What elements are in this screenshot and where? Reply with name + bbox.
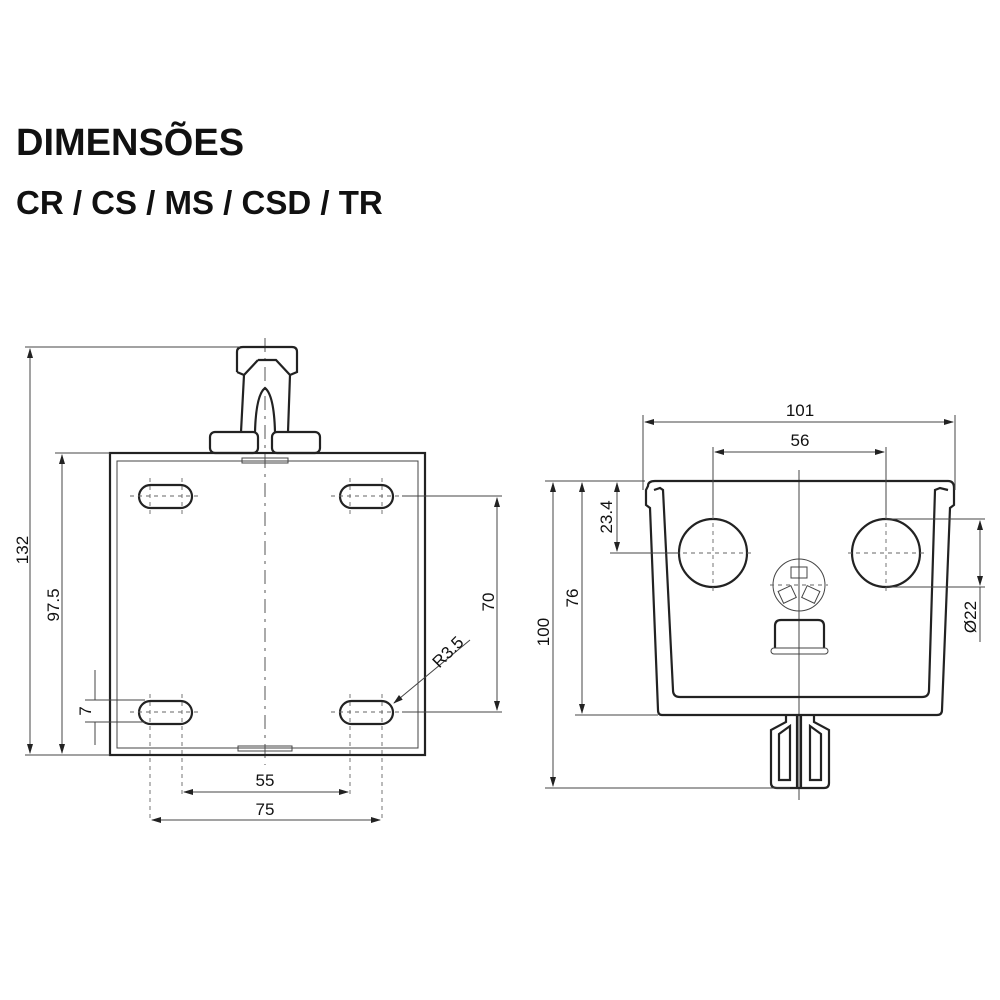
side-view: 101 56 100 76 23.4 Ø22 — [534, 401, 985, 800]
bottom-handle — [769, 715, 831, 790]
enclosure-outline — [108, 451, 427, 757]
dim-hole-spacing: 56 — [791, 431, 810, 450]
cable-entry-left — [677, 517, 749, 589]
model-list: CR / CS / MS / CSD / TR — [16, 184, 383, 221]
dim-slot-width: 7 — [76, 706, 95, 715]
dim-radius: R3.5 — [429, 633, 468, 672]
cable-entry-right — [850, 517, 922, 589]
dim-hole-diameter: Ø22 — [961, 601, 980, 633]
enclosure-body — [644, 479, 956, 717]
dim-box-height: 97.5 — [44, 588, 63, 621]
dim-total-height: 100 — [534, 618, 553, 646]
dim-width: 101 — [786, 401, 814, 420]
dim-body-height: 76 — [563, 589, 582, 608]
dim-total-height: 132 — [13, 536, 32, 564]
page-title: DIMENSÕES — [16, 122, 245, 164]
dim-hole-offset: 23.4 — [597, 500, 616, 533]
front-view: 132 97.5 70 7 55 75 R3.5 — [13, 338, 502, 823]
dim-inner-spacing: 55 — [256, 771, 275, 790]
mounting-slots — [130, 478, 402, 822]
dim-hole-vertical: 70 — [479, 593, 498, 612]
rotary-handle — [235, 345, 299, 433]
dim-outer-spacing: 75 — [256, 800, 275, 819]
